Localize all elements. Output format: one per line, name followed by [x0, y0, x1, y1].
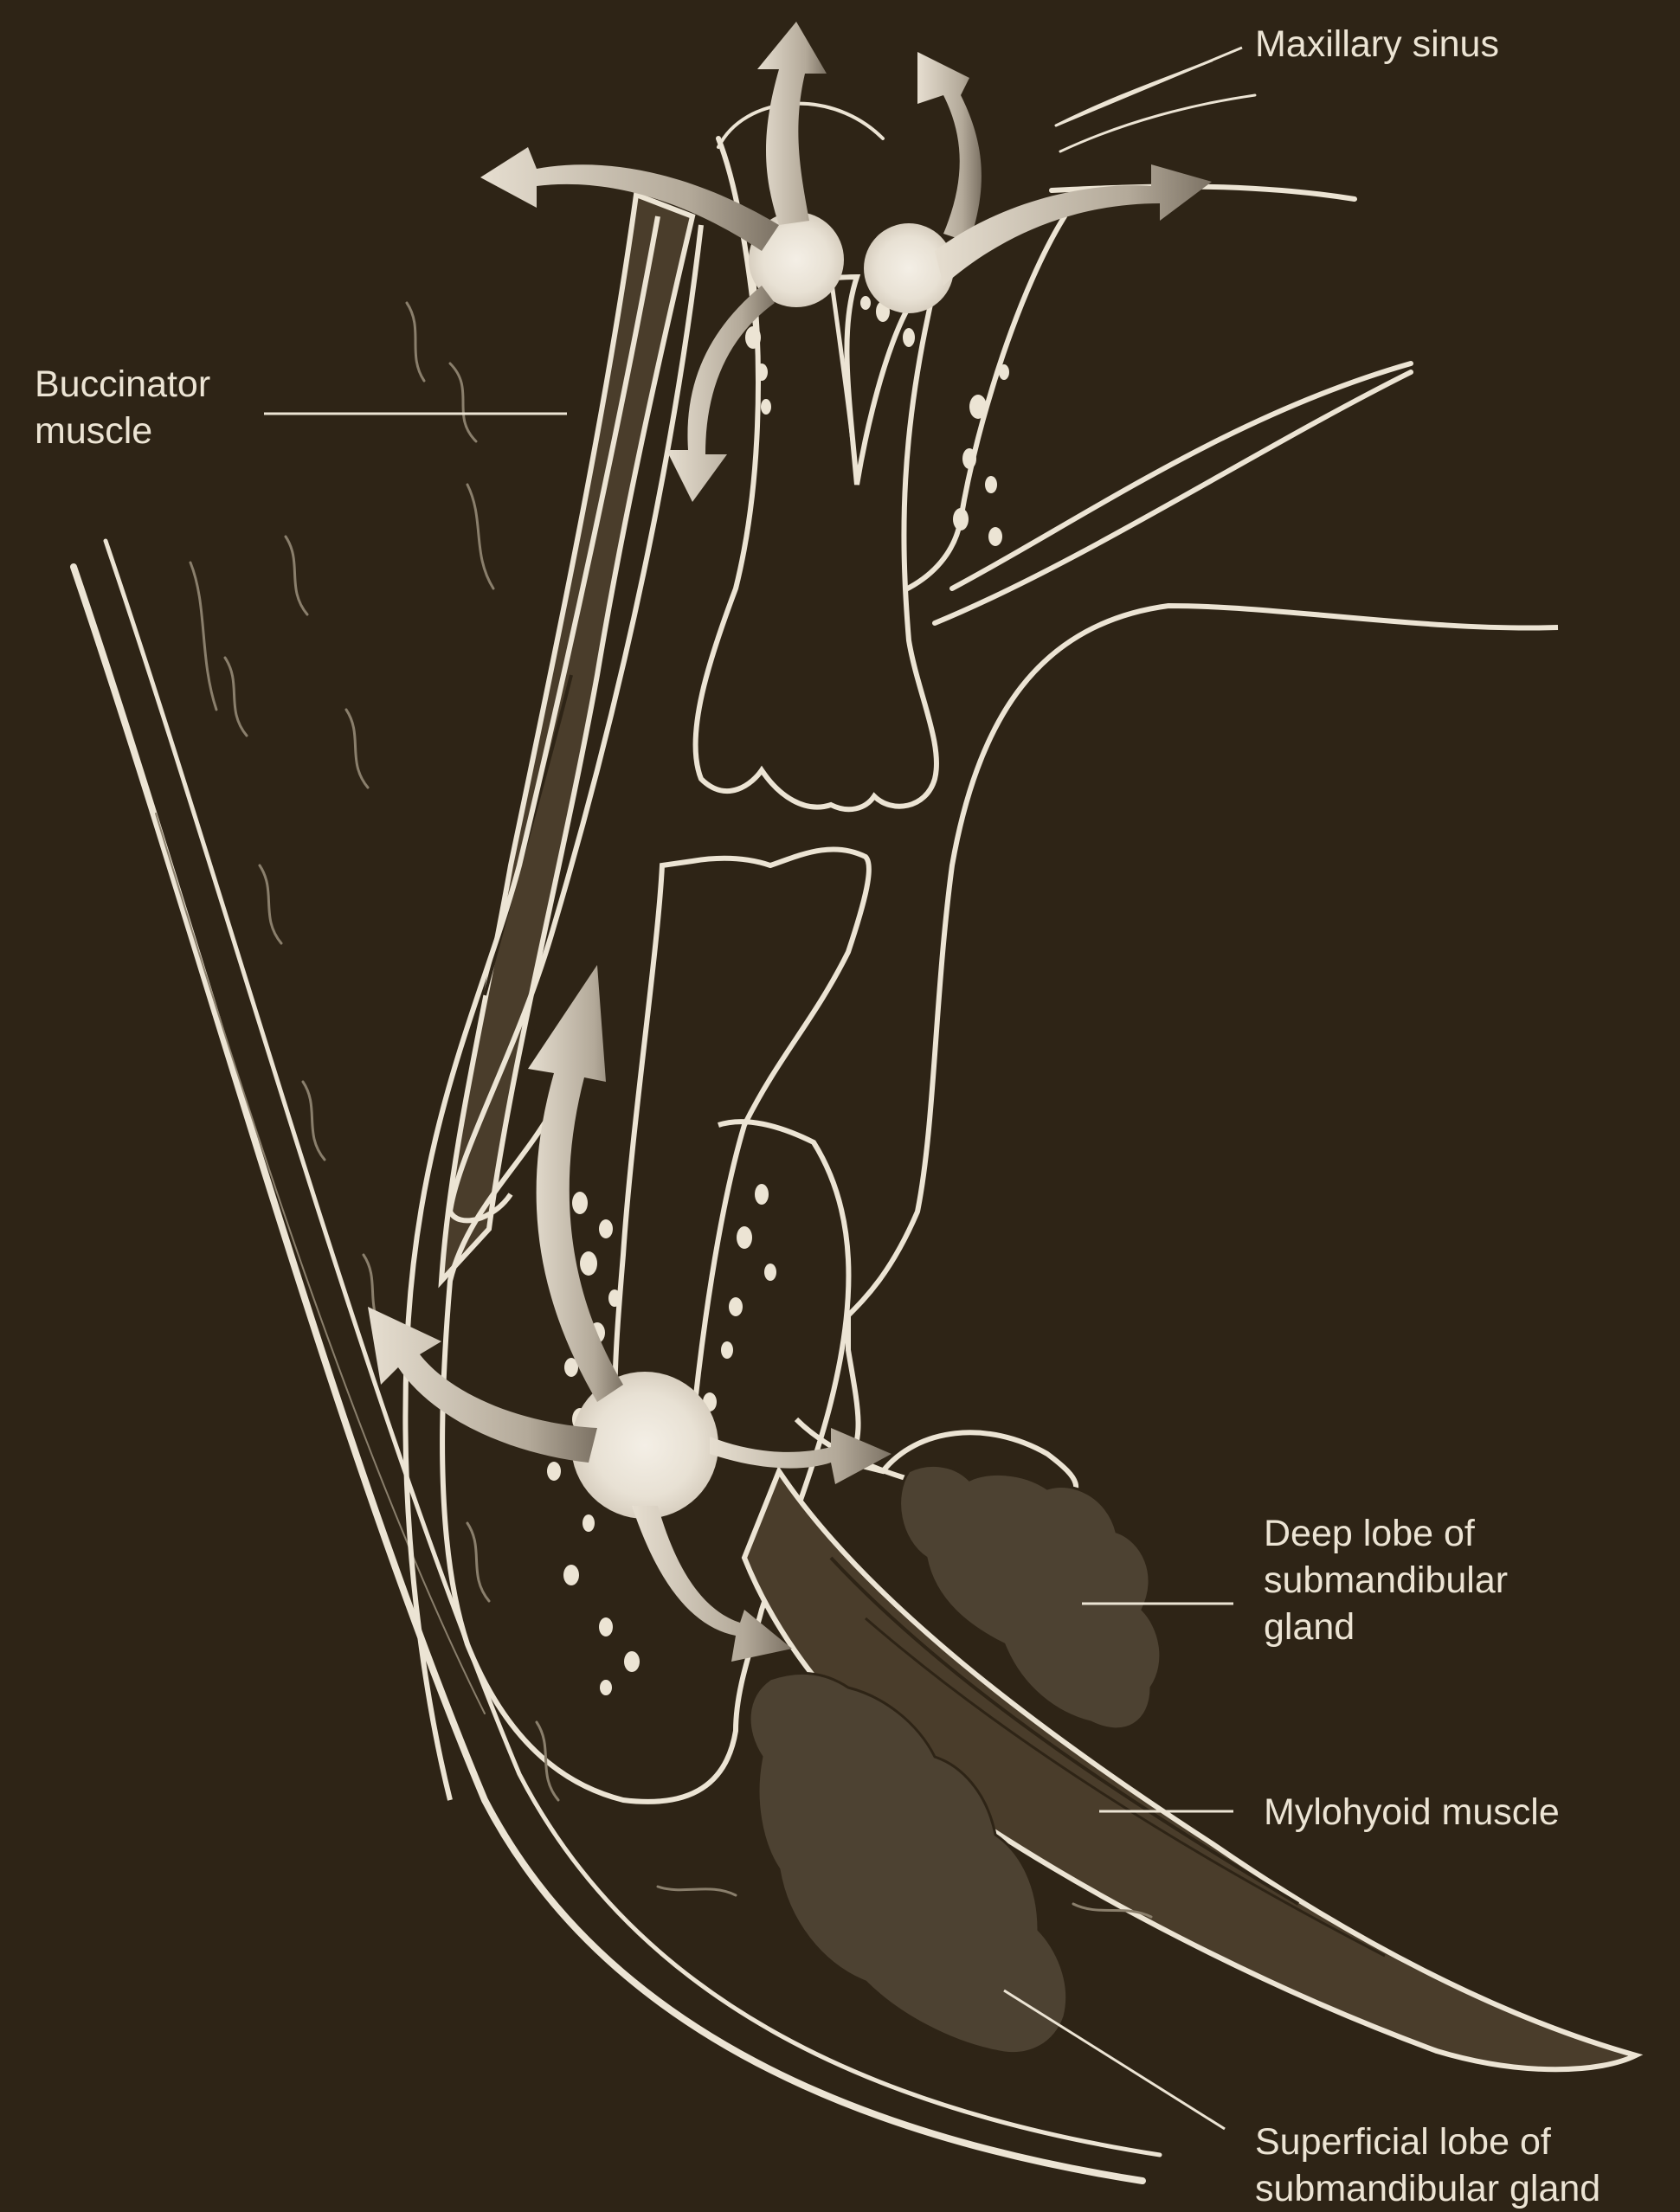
arrow-lower-right [710, 1428, 891, 1484]
leader-maxillary-sinus [1056, 48, 1242, 125]
label-superficial-lobe: Superficial lobe of submandibular gland [1255, 2119, 1600, 2212]
label-mylohyoid-muscle: Mylohyoid muscle [1264, 1789, 1560, 1836]
upper-molar [696, 277, 937, 809]
arrow-maxillary-1 [757, 22, 827, 225]
arrow-maxillary-2 [917, 52, 982, 242]
label-maxillary-sinus: Maxillary sinus [1255, 21, 1499, 68]
label-deep-lobe: Deep lobe of submandibular gland [1264, 1510, 1508, 1650]
label-buccinator-muscle: Buccinator muscle [35, 361, 210, 454]
arrow-lower-up [528, 965, 623, 1402]
leader-superficial-lobe [1004, 1990, 1225, 2129]
